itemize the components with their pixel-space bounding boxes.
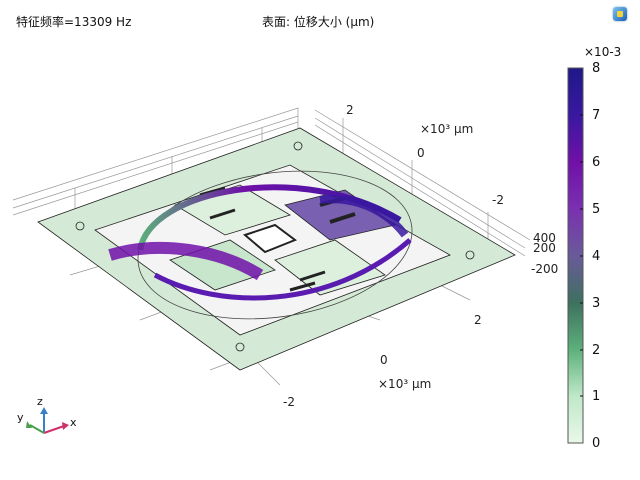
plot-title: 表面: 位移大小 (µm) [262, 15, 375, 29]
triad-z-label: z [37, 395, 43, 408]
x-tick: 0 [380, 353, 388, 367]
z-tick: 400 [533, 231, 556, 245]
colorbar-tick-label: 8 [592, 61, 601, 76]
colorbar-tick-label: 6 [592, 155, 601, 170]
x-tick: -2 [283, 395, 295, 409]
deformed-ring [108, 170, 413, 320]
eigenfrequency-label: 特征频率=13309 Hz [16, 15, 132, 29]
colorbar-tick-label: 1 [592, 389, 601, 404]
y-tick: 0 [417, 146, 425, 160]
z-tick: 200 [533, 241, 556, 255]
colorbar-ticks [580, 114, 583, 397]
colorbar-tick-label: 2 [592, 343, 601, 358]
triad-x-label: x [70, 416, 77, 429]
x-unit-label: ×10³ µm [378, 377, 432, 391]
axis-triad [26, 407, 69, 434]
colorbar-tick-label: 0 [592, 436, 601, 451]
colorbar-tick-label: 3 [592, 296, 601, 311]
x-tick: 2 [474, 313, 482, 327]
colorbar-tick-label: 5 [592, 202, 601, 217]
colorbar-tick-label: 7 [592, 108, 601, 123]
triad-y-label: y [17, 411, 24, 424]
app-logo-icon [613, 7, 627, 21]
z-tick: -200 [531, 262, 559, 276]
y-tick: 2 [346, 103, 354, 117]
colorbar-exponent: ×10-3 [584, 45, 622, 59]
colorbar-tick-label: 4 [592, 249, 601, 264]
y-unit-label: ×10³ µm [420, 122, 474, 136]
y-tick: -2 [492, 193, 504, 207]
